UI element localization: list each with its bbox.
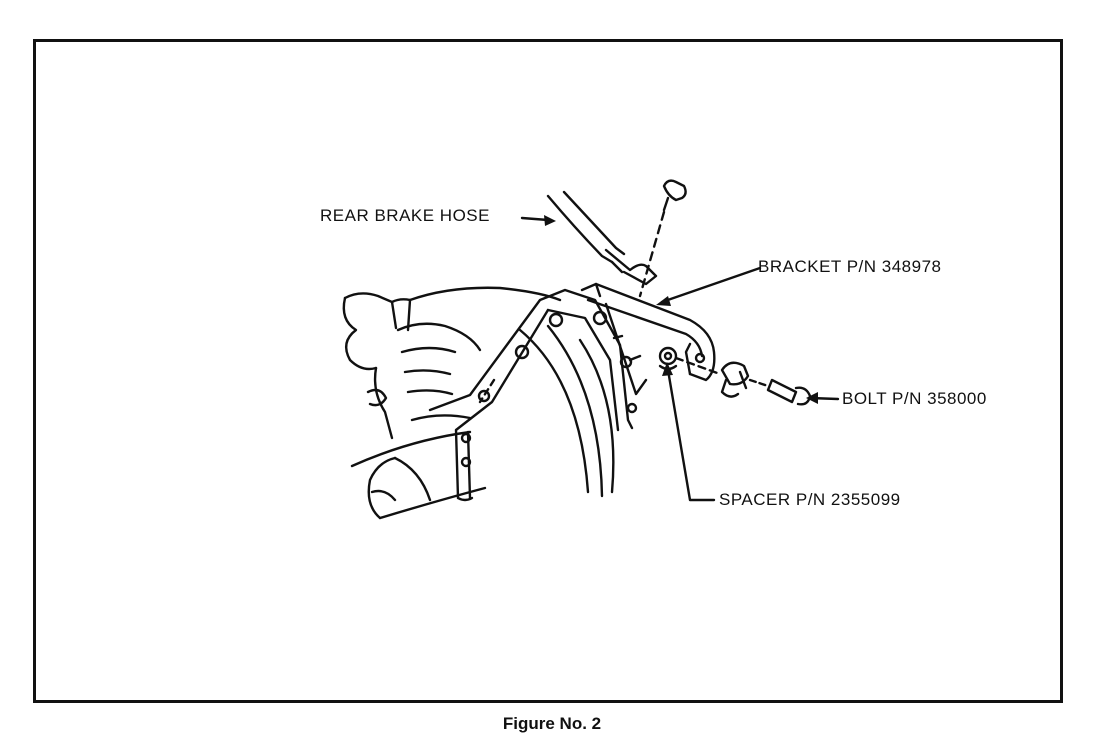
differential-housing xyxy=(342,286,562,440)
spacer-label: SPACER P/N 2355099 xyxy=(719,490,901,509)
flange-plate xyxy=(428,288,638,502)
axle-tube xyxy=(350,430,487,520)
rear-brake-hose xyxy=(546,190,658,286)
bracket-label: BRACKET P/N 348978 xyxy=(758,257,942,276)
rear-brake-hose-label: REAR BRAKE HOSE xyxy=(320,206,490,225)
figure-caption: Figure No. 2 xyxy=(502,714,602,733)
bracket xyxy=(580,282,716,396)
figure-frame xyxy=(33,39,1063,703)
bolt-label: BOLT P/N 358000 xyxy=(842,389,987,408)
brake-drum xyxy=(518,324,615,498)
leader-arrowheads xyxy=(544,215,818,404)
hose-bolt xyxy=(638,179,687,298)
hose-clip xyxy=(720,361,750,398)
